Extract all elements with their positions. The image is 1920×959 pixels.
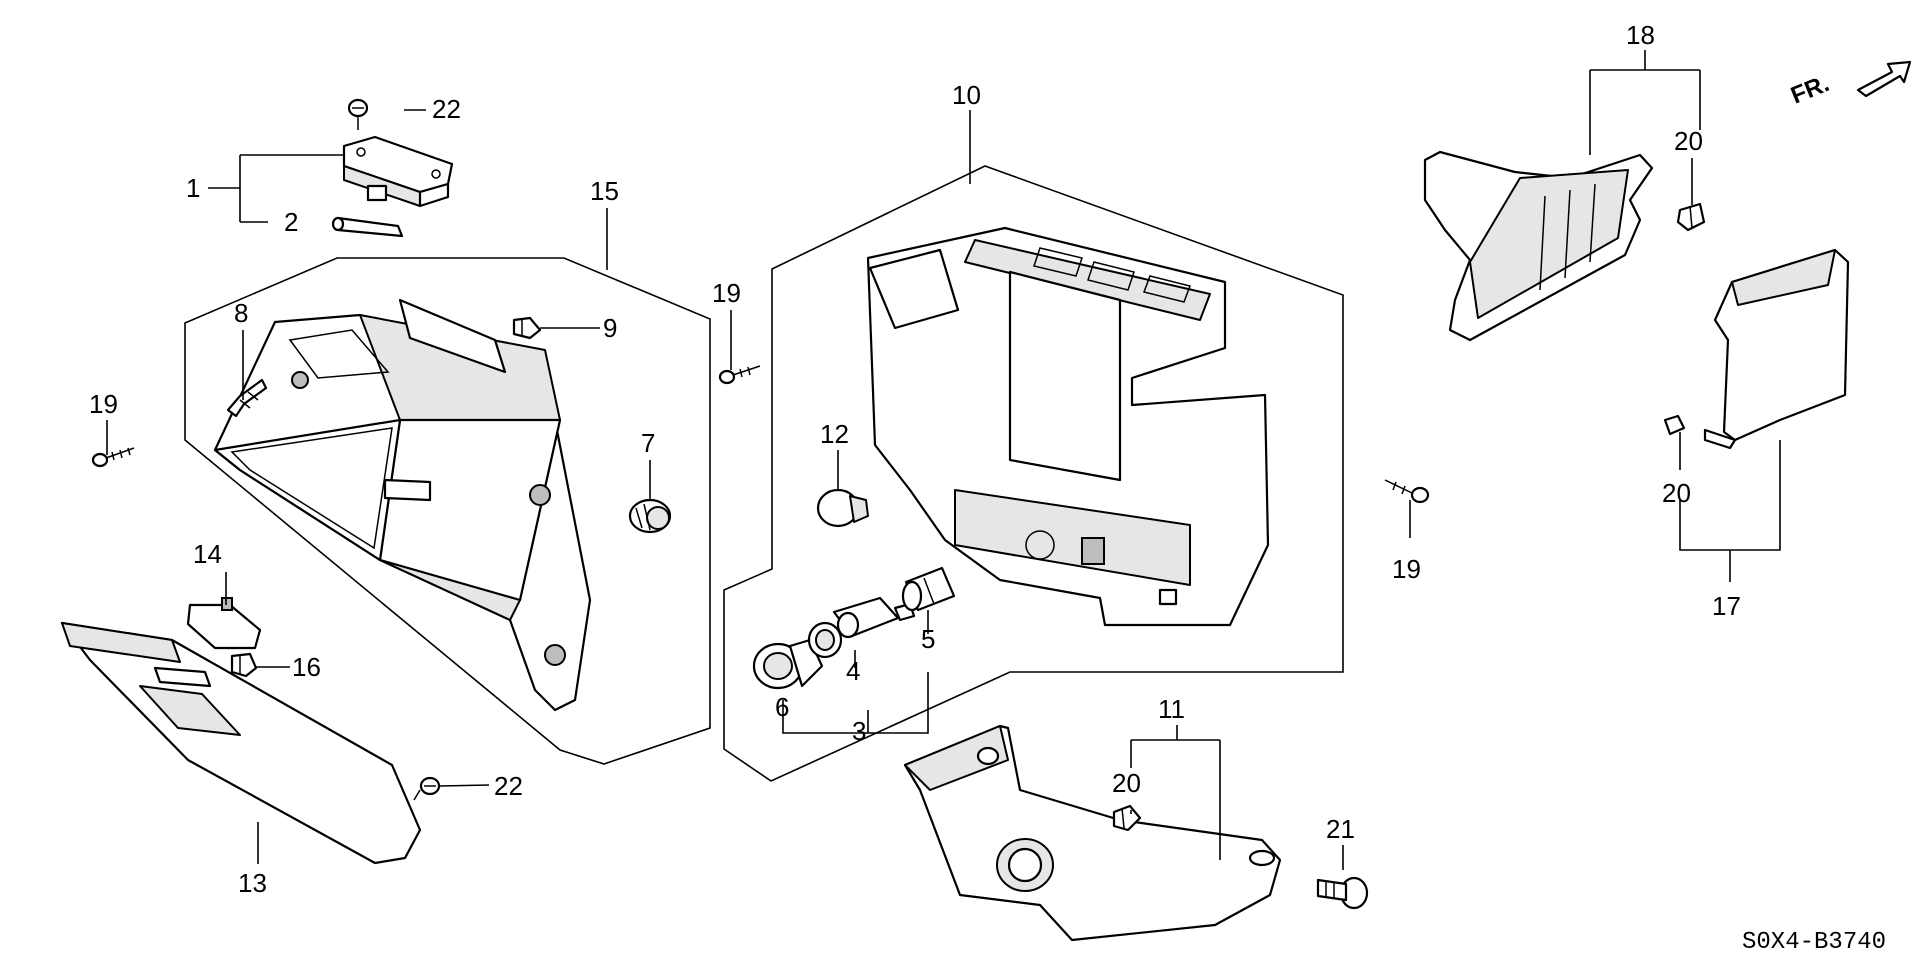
callout-17: 17 <box>1712 591 1741 621</box>
callout-11: 11 <box>1158 694 1185 724</box>
callout-4: 4 <box>846 656 860 686</box>
clip-16 <box>230 652 258 678</box>
callout-19-center: 19 <box>712 278 741 308</box>
callout-19-left: 19 <box>89 389 118 419</box>
group-outline-10 <box>723 165 1344 782</box>
arrow-right-up-icon <box>1856 60 1912 98</box>
callout-3: 3 <box>852 716 866 746</box>
clip-20-lower <box>1112 804 1142 832</box>
leader-lines <box>106 50 1781 870</box>
callout-20-right: 20 <box>1662 478 1691 508</box>
cigar-lighter-socket-6 <box>752 638 824 690</box>
callout-19-right: 19 <box>1392 554 1421 584</box>
screw-icon <box>413 776 441 801</box>
clip-20-right <box>1663 414 1686 436</box>
callout-5: 5 <box>921 624 935 654</box>
callout-14: 14 <box>193 539 222 569</box>
screw-icon <box>1384 479 1430 504</box>
clip-9 <box>512 316 542 340</box>
callout-7: 7 <box>641 428 655 458</box>
callout-18: 18 <box>1626 20 1655 50</box>
callout-20-lower: 20 <box>1112 768 1141 798</box>
callout-6: 6 <box>775 692 789 722</box>
screw-icon <box>347 98 369 130</box>
side-panel-18 <box>1423 150 1654 342</box>
front-direction-indicator: FR. <box>1787 60 1912 110</box>
callout-10: 10 <box>952 80 981 110</box>
callout-16: 16 <box>292 652 321 682</box>
glove-box-lid <box>60 621 422 865</box>
glove-box-tray <box>213 298 592 712</box>
lower-cover-11 <box>903 724 1282 942</box>
direction-label: FR. <box>1787 70 1833 110</box>
clip-20-upper <box>1676 202 1706 232</box>
screw-icon <box>718 365 761 385</box>
console-frame <box>866 226 1270 627</box>
striker <box>186 597 262 650</box>
callout-15: 15 <box>590 176 619 206</box>
side-panel-17 <box>1703 248 1850 450</box>
callout-9: 9 <box>603 313 617 343</box>
callout-13: 13 <box>238 868 267 898</box>
callout-numbers: 1 2 3 4 5 6 7 8 9 10 11 12 13 14 15 16 1… <box>89 20 1741 898</box>
callout-22-upper: 22 <box>432 94 461 124</box>
callout-8: 8 <box>234 298 248 328</box>
callout-20-upper: 20 <box>1674 126 1703 156</box>
callout-12: 12 <box>820 419 849 449</box>
bolt-21 <box>1316 876 1369 910</box>
screw-icon <box>91 447 135 468</box>
anchor-clip-8 <box>226 378 268 418</box>
diagram-code: S0X4-B3740 <box>1742 929 1886 956</box>
plug-12 <box>816 488 869 528</box>
lighter-knob-5 <box>901 566 956 612</box>
lighter-ring-4 <box>807 621 843 659</box>
callout-22-lower: 22 <box>494 771 523 801</box>
group-outline-15 <box>184 257 711 765</box>
callout-21: 21 <box>1326 814 1355 844</box>
callout-1: 1 <box>186 173 200 203</box>
damper-7 <box>628 498 672 534</box>
lighter-element <box>832 596 916 639</box>
latch-assembly <box>331 135 454 238</box>
callout-2: 2 <box>284 207 298 237</box>
